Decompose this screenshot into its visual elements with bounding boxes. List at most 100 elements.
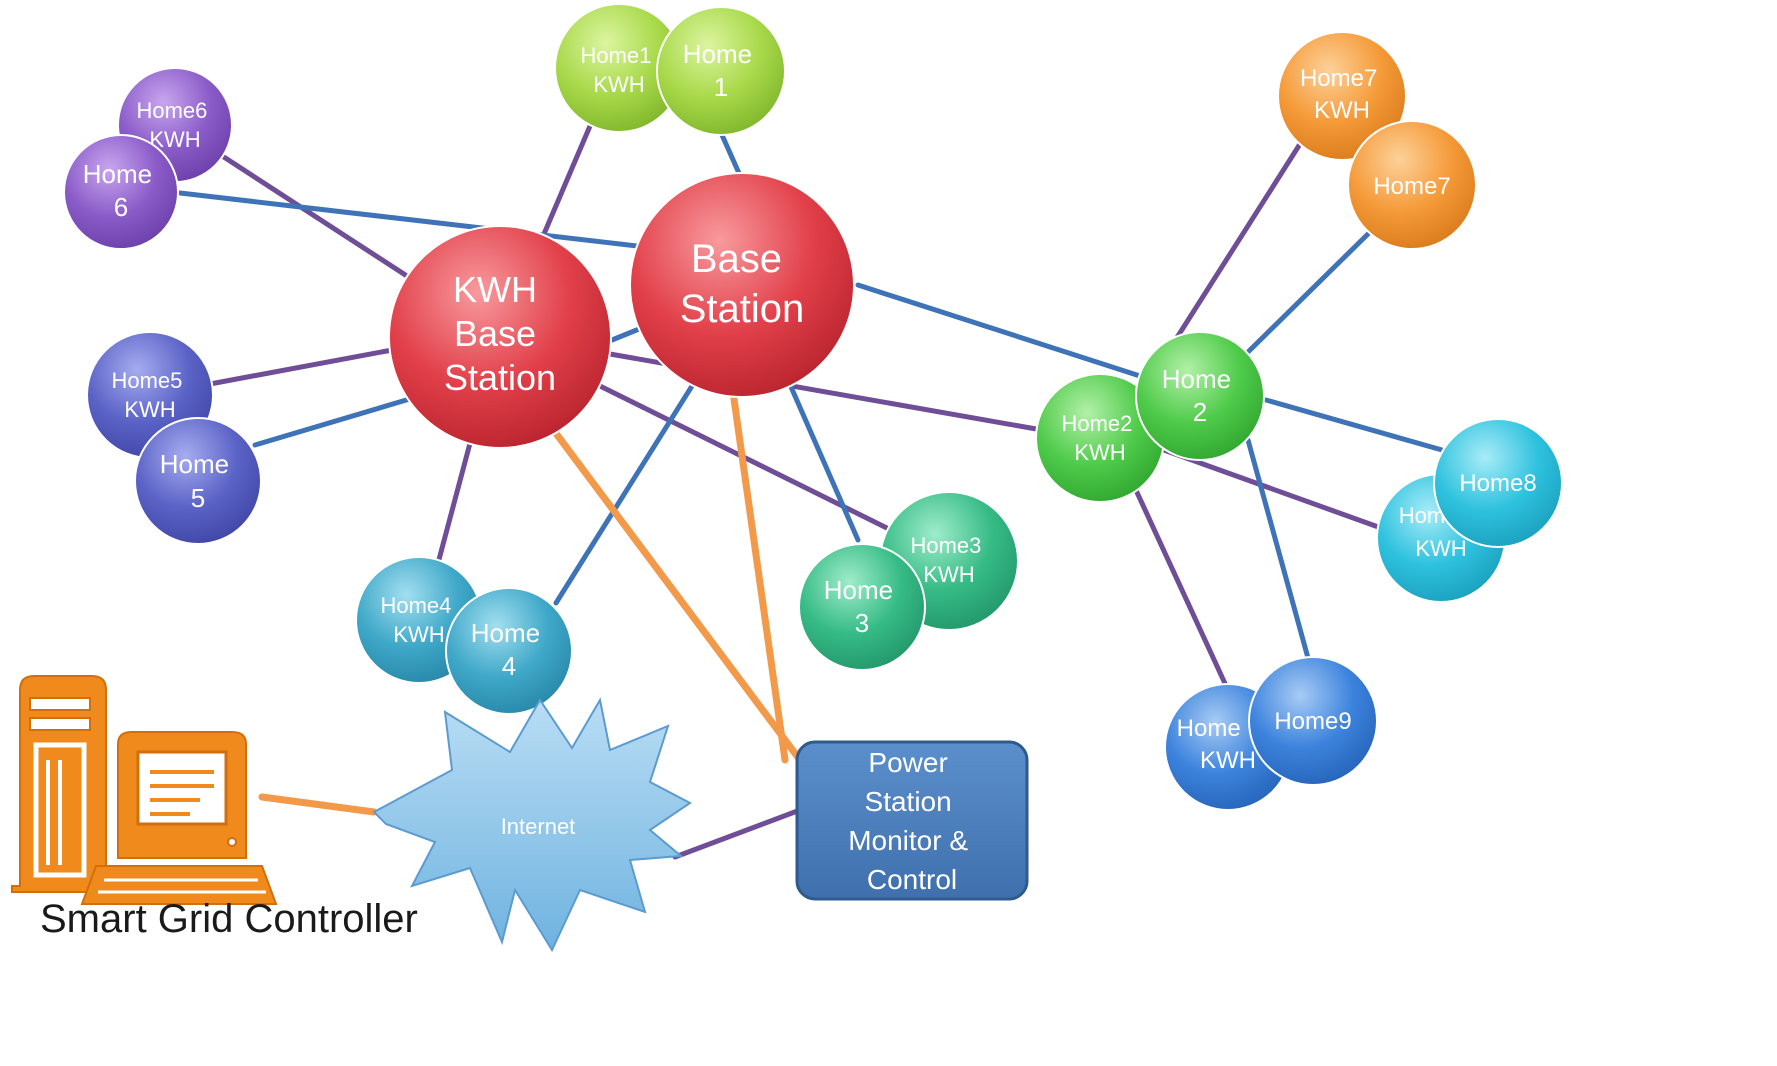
home1-node: Home 1	[656, 6, 786, 136]
link-home9-home2	[1245, 437, 1311, 661]
home8-kwh-label-1: Hom	[1399, 503, 1445, 528]
svg-text:Home6 KWH: Home6 KWH	[136, 98, 213, 152]
connection-lines	[177, 123, 1445, 860]
home3-kwh-label-1: Home3	[910, 533, 981, 558]
home9-node: Home9	[1248, 656, 1378, 786]
computer-icon	[11, 675, 278, 905]
link-home5kwh-kwhbase	[207, 347, 395, 387]
home2-kwh-node: Home2 KWH	[1035, 373, 1165, 503]
home6-node: Home 6	[63, 134, 179, 250]
home1-kwh-label-1: Home1	[580, 43, 651, 68]
kwh-base-station-label-1: KWH	[453, 269, 537, 310]
home7-label-1: Home7	[1373, 173, 1450, 200]
home7-kwh-node: Home7 KWH	[1277, 31, 1407, 161]
svg-text:Hom KWH: Hom KWH	[1399, 503, 1467, 561]
home5-label-1: Home	[160, 449, 229, 479]
svg-text:Home2 KWH: Home2 KWH	[1061, 411, 1138, 465]
svg-text:Home1 KWH: Home1 KWH	[580, 43, 657, 97]
power-station-label-2: Station	[865, 786, 952, 817]
svg-text:Home4 KWH: Home4 KWH	[380, 593, 457, 647]
link-home4-base	[553, 367, 705, 606]
power-station-box: Power Station Monitor & Control	[795, 740, 1029, 901]
power-station-label-4: Control	[867, 864, 957, 895]
svg-text:Home 3: Home 3	[824, 575, 901, 638]
svg-text:Home7: Home7	[1373, 173, 1450, 200]
home4-label-1: Home	[471, 618, 540, 648]
home9-kwh-label-2: KWH	[1200, 747, 1256, 774]
home5-kwh-label-2: KWH	[124, 397, 175, 422]
power-station-label-1: Power	[868, 747, 947, 778]
internet-label: Internet	[501, 814, 576, 839]
base-station-node: Base Station	[629, 172, 855, 398]
home6-kwh-label-1: Home6	[136, 98, 207, 123]
svg-text:Home 6: Home 6	[83, 159, 160, 222]
link-home6kwh-kwhbase	[207, 145, 413, 281]
home3-kwh-label-2: KWH	[923, 562, 974, 587]
svg-text:Home 2: Home 2	[1162, 364, 1239, 427]
home1-label-2: 1	[714, 72, 728, 102]
link-home1kwh-kwhbase	[535, 123, 593, 251]
link-internet-powerstation	[672, 807, 803, 860]
link-home3-base	[785, 377, 861, 543]
internet-cloud: Internet	[372, 697, 692, 953]
internet-starburst-icon	[372, 697, 692, 953]
svg-text:Power Station Moni: Power Station Monitor & Control	[848, 747, 976, 895]
home2-label-1: Home	[1162, 364, 1231, 394]
home2-label-2: 2	[1193, 397, 1207, 427]
kwh-base-station-label-3: Station	[444, 357, 556, 398]
link-home6-base	[177, 190, 640, 249]
home2-kwh-label-2: KWH	[1074, 440, 1125, 465]
link-home4kwh-kwhbase	[434, 429, 476, 570]
home9-label-1: Home9	[1274, 708, 1351, 735]
kwh-base-station-node: KWH Base Station	[388, 225, 612, 449]
controller-label: Smart Grid Controller	[40, 897, 418, 941]
home3-label-2: 3	[855, 608, 869, 638]
home4-node: Home 4	[445, 587, 573, 715]
home4-kwh-label-2: KWH	[393, 622, 444, 647]
svg-text:Home5 KWH: Home5 KWH	[111, 368, 188, 422]
base-station-label-1: Base	[691, 237, 782, 281]
link-home9kwh-home2kwh	[1132, 485, 1231, 693]
link-base-powerstation	[729, 388, 789, 764]
home8-kwh-label-2: KWH	[1415, 536, 1466, 561]
svg-text:Home8: Home8	[1459, 470, 1536, 497]
home3-label-1: Home	[824, 575, 893, 605]
power-station-label-3: Monitor &	[848, 825, 968, 856]
svg-text:Home 4: Home 4	[471, 618, 548, 681]
svg-text:Home3 KWH: Home3 KWH	[910, 533, 987, 587]
home9-kwh-label-1: Home	[1177, 715, 1241, 742]
home6-label-2: 6	[114, 192, 128, 222]
home5-label-2: 5	[191, 483, 205, 513]
link-controller-internet	[258, 793, 378, 816]
link-home5-kwhbase	[252, 395, 416, 448]
link-kwhbase-powerstation	[542, 416, 804, 764]
link-home8-home2	[1263, 397, 1445, 453]
home8-label-1: Home8	[1459, 470, 1536, 497]
home7-kwh-label-2: KWH	[1314, 97, 1370, 124]
home5-node: Home 5	[134, 417, 262, 545]
home7-node: Home7	[1347, 120, 1477, 250]
home4-label-2: 4	[502, 651, 516, 681]
svg-text:KWH Base Stati: KWH Base Station	[444, 269, 556, 398]
nodes: Home1 KWH Home 1 Home6 KWH Home 6	[63, 3, 1563, 811]
svg-text:Home KWH: Home KWH	[1177, 715, 1256, 774]
base-station-label-2: Station	[680, 287, 805, 331]
home3-node: Home 3	[798, 543, 926, 671]
svg-text:Home 1: Home 1	[683, 39, 760, 102]
svg-text:Home9: Home9	[1274, 708, 1351, 735]
home5-kwh-label-1: Home5	[111, 368, 182, 393]
home2-kwh-label-1: Home2	[1061, 411, 1132, 436]
home4-kwh-label-1: Home4	[380, 593, 451, 618]
home1-label-1: Home	[683, 39, 752, 69]
link-home2-base	[855, 282, 1143, 379]
svg-text:Base Station: Base Station	[680, 237, 805, 331]
link-home7-home2	[1245, 229, 1373, 355]
home1-kwh-node: Home1 KWH	[554, 3, 684, 133]
home7-kwh-label-1: Home7	[1300, 65, 1377, 92]
svg-text:Home7 KWH: Home7 KWH	[1300, 65, 1384, 124]
home9-kwh-node: Home KWH	[1164, 683, 1292, 811]
home1-kwh-label-2: KWH	[593, 72, 644, 97]
home6-label-1: Home	[83, 159, 152, 189]
home8-node: Home8	[1433, 418, 1563, 548]
